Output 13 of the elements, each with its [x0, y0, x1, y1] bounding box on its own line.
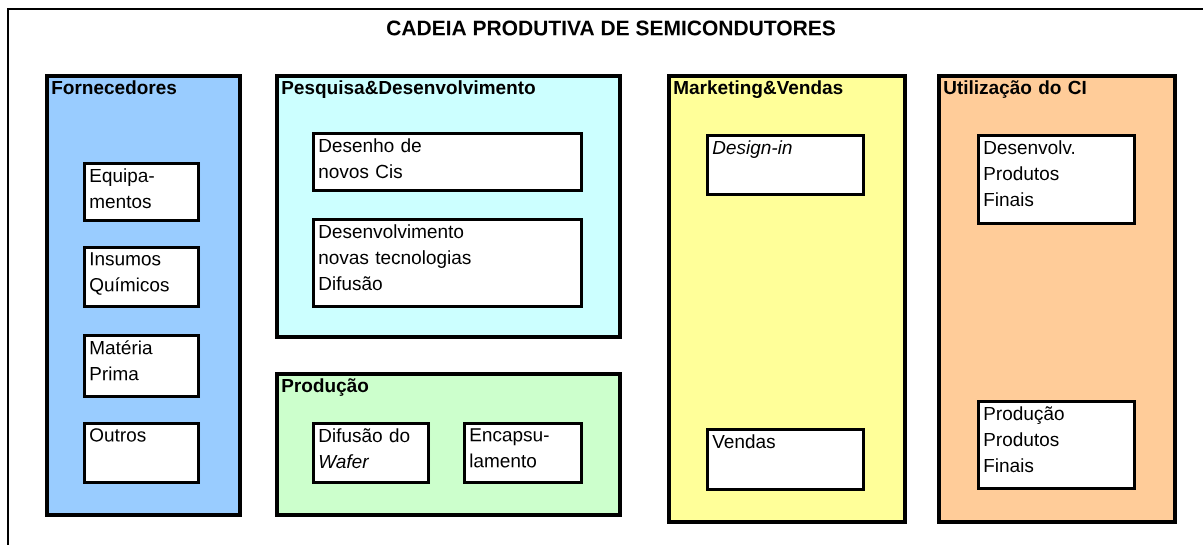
process-box: Equipa- mentos — [83, 162, 200, 222]
process-box: Design-in — [706, 134, 865, 196]
process-box: Outros — [83, 422, 200, 484]
process-box: Desenvolv. Produtos Finais — [977, 134, 1136, 225]
process-box: Desenvolvimento novas tecnologias Difusão — [312, 218, 583, 308]
process-box: Insumos Químicos — [83, 246, 200, 308]
process-box: Encapsu- lamento — [463, 422, 583, 484]
process-box: Produção Produtos Finais — [977, 400, 1136, 490]
process-box: Vendas — [706, 428, 865, 491]
process-box: Matéria Prima — [83, 334, 200, 398]
process-box: Difusão do Wafer — [312, 422, 430, 484]
title: CADEIA PRODUTIVA DE SEMICONDUTORES — [387, 20, 835, 36]
process-box: Desenho de novos Cis — [312, 132, 583, 192]
